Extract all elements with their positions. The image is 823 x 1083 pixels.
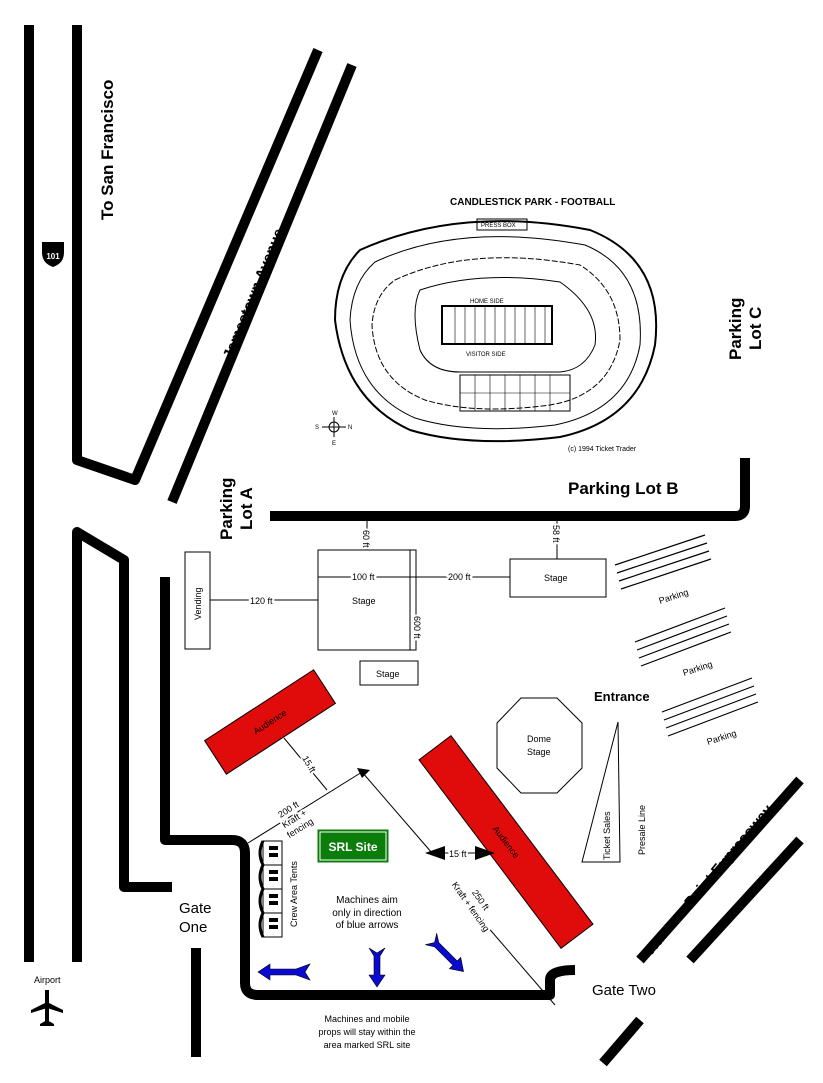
highway-101 xyxy=(24,25,357,962)
parking-lot-a-label: Parking Lot A xyxy=(217,478,256,540)
blue-arrows xyxy=(257,933,464,988)
gate-two-label: Gate Two xyxy=(592,982,656,999)
label-line: Parking xyxy=(726,298,745,360)
hunters-point-road-3 xyxy=(599,1016,644,1067)
airplane-icon xyxy=(31,990,63,1026)
presale-line-label: Presale Line xyxy=(637,805,647,855)
main-stage-label: Stage xyxy=(352,596,376,606)
label-line: One xyxy=(179,919,207,936)
to-san-francisco-label: To San Francisco xyxy=(98,80,117,220)
label-line: Gate xyxy=(179,900,212,917)
stay-note: Machines and mobile props will stay with… xyxy=(318,1014,415,1050)
stadium-title: CANDLESTICK PARK - FOOTBALL xyxy=(450,197,615,208)
home-side-label: HOME SIDE xyxy=(470,299,504,305)
hunters-point-road-1 xyxy=(636,776,804,964)
airport-label: Airport xyxy=(34,975,61,985)
compass-e: E xyxy=(332,441,336,447)
parking-label-3: Parking xyxy=(706,728,738,747)
note-line: Machines aim xyxy=(336,895,398,906)
compass-n: N xyxy=(348,425,352,431)
entrance-label: Entrance xyxy=(594,689,650,704)
dimension-58ft: 58 ft xyxy=(551,525,561,543)
arrow-down-icon xyxy=(368,947,386,988)
dimension-120ft: 120 ft xyxy=(250,596,273,606)
right-stage-label: Stage xyxy=(544,573,568,583)
aim-note: Machines aim only in direction of blue a… xyxy=(332,895,401,931)
copyright-text: (c) 1994 Ticket Trader xyxy=(568,446,637,453)
label-line: Lot A xyxy=(237,487,256,530)
srl-site-label: SRL Site xyxy=(328,840,377,854)
highway-101-shield-icon: 101 xyxy=(42,242,64,267)
dimension-60ft: 60 ft xyxy=(361,530,371,548)
arrow-left-icon xyxy=(257,963,311,981)
audience-area-2: Audience xyxy=(418,735,594,949)
label-line: Lot C xyxy=(746,307,765,350)
note-line: props will stay within the xyxy=(318,1027,415,1037)
dome-stage-label: Stage xyxy=(527,747,551,757)
note-line: of blue arrows xyxy=(336,920,399,931)
crew-tents-icon xyxy=(258,840,283,938)
dome-stage-label: Dome xyxy=(527,734,551,744)
right-stage xyxy=(509,558,607,598)
compass-icon: W S N E xyxy=(315,411,352,447)
football-field xyxy=(441,305,553,345)
parking-lot-c-label: Parking Lot C xyxy=(726,298,765,360)
small-stage xyxy=(359,660,419,686)
arrow-diagonal-icon xyxy=(425,933,464,972)
hunters-point-road-2 xyxy=(686,836,804,964)
note-line: only in direction xyxy=(332,908,401,919)
visitor-side-label: VISITOR SIDE xyxy=(466,352,506,358)
crew-tents-label: Crew Area Tents xyxy=(289,861,299,927)
gate-one-label: Gate One xyxy=(179,900,212,936)
small-stage-label: Stage xyxy=(376,669,400,679)
ticket-sales-label: Ticket Sales xyxy=(602,811,612,860)
parking-stripes xyxy=(614,534,759,737)
srl-site-sign: SRL Site xyxy=(317,829,389,863)
vending-label: Vending xyxy=(193,587,203,620)
parking-lot-b-road xyxy=(270,458,750,521)
dimension-15ft-right: 15 ft xyxy=(449,849,467,859)
dome-stage xyxy=(496,697,583,794)
compass-w: W xyxy=(332,411,338,417)
parking-label-2: Parking xyxy=(682,659,714,678)
dimension-250ft-kraft: 250 ft Kraft + fencing xyxy=(448,879,493,935)
dimension-600ft: 600 ft xyxy=(412,616,422,639)
note-line: Machines and mobile xyxy=(324,1014,409,1024)
label-line: Parking xyxy=(217,478,236,540)
dimension-lines xyxy=(210,520,558,650)
srl-boundary-fence xyxy=(160,577,576,1000)
stadium-seating-chart: CANDLESTICK PARK - FOOTBALL PRESS BOX HO… xyxy=(315,197,658,453)
press-box-label: PRESS BOX xyxy=(481,223,516,229)
parking-lot-b-label: Parking Lot B xyxy=(568,479,679,498)
highway-number: 101 xyxy=(46,252,60,261)
dimension-200ft: 200 ft xyxy=(448,572,471,582)
dimension-200ft-kraft: 200 ft Kraft + fencing xyxy=(275,797,317,841)
ticket-sales-booth xyxy=(581,721,621,863)
audience-area-1: Audience xyxy=(203,669,337,775)
parking-label-1: Parking xyxy=(658,587,690,606)
note-line: area marked SRL site xyxy=(324,1040,411,1050)
compass-s: S xyxy=(315,425,319,431)
dimension-100ft: 100 ft xyxy=(352,572,375,582)
dimension-15ft-left: 15 ft xyxy=(300,754,318,775)
